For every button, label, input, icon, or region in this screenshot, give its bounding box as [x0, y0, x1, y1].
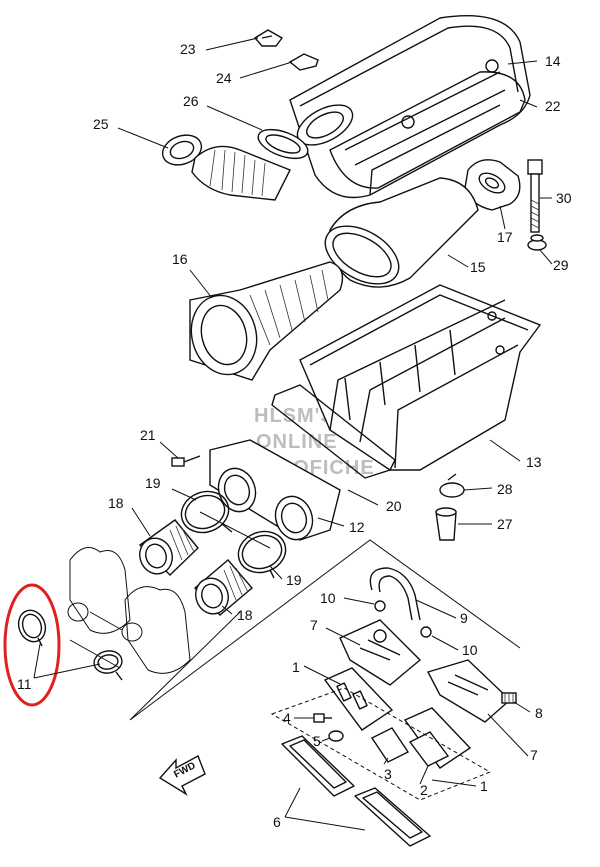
part-reed-housing-7-upper	[339, 619, 422, 686]
part-screw-8	[501, 692, 517, 704]
part-reed-3	[370, 727, 410, 763]
callout-numbers: 23 24 14 22 26 25 17 30 29 15 16 13 21 1…	[17, 41, 572, 830]
watermark-line-1: HLSM'S	[254, 405, 335, 427]
part-air-filter-15	[324, 177, 479, 288]
part-reed-housing-7-lower	[426, 659, 512, 723]
callout-10b: 10	[462, 642, 478, 658]
callout-27: 27	[497, 516, 513, 532]
exploded-group-dashed	[270, 687, 492, 801]
part-clip-23	[253, 29, 284, 47]
part-airbox-case-13	[299, 284, 542, 471]
callout-18a: 18	[108, 495, 124, 511]
callout-17: 17	[497, 229, 513, 245]
callout-9: 9	[460, 610, 468, 626]
callout-18b: 18	[237, 607, 253, 623]
part-clamp-28	[439, 473, 465, 498]
part-screw-4	[313, 713, 332, 723]
callout-26: 26	[183, 93, 199, 109]
callout-19a: 19	[145, 475, 161, 491]
part-holder-27	[435, 507, 457, 541]
callout-8: 8	[535, 705, 543, 721]
part-carb-joint-18-lower	[193, 559, 253, 616]
callout-22: 22	[545, 98, 561, 114]
callout-19b: 19	[286, 572, 302, 588]
callout-4: 4	[283, 710, 291, 726]
watermark-line-2: ONLINE	[256, 431, 338, 453]
part-intake-joint-12	[209, 439, 341, 541]
part-clamp-11-right	[93, 650, 123, 681]
callout-28: 28	[497, 481, 513, 497]
callout-15: 15	[470, 259, 486, 275]
fwd-arrow: FWD	[158, 755, 206, 796]
callout-24: 24	[216, 70, 232, 86]
part-airbox-cover	[289, 15, 531, 199]
callout-16: 16	[172, 251, 188, 267]
part-clamp-19-upper	[180, 490, 233, 534]
callout-1b: 1	[480, 778, 488, 794]
part-intake-duct	[161, 128, 309, 201]
part-reed-2	[408, 731, 450, 767]
part-gasket-6-upper	[281, 735, 355, 797]
part-carb-joint-18-upper	[138, 519, 199, 576]
part-filter-cage-16	[189, 261, 344, 381]
part-bolt-30	[527, 159, 543, 233]
callout-11: 11	[17, 676, 32, 692]
part-hose-9	[369, 567, 421, 621]
part-clamp-11-left	[17, 609, 47, 647]
part-washer-29	[527, 234, 547, 251]
callout-21: 21	[140, 427, 156, 443]
part-clamp-10-upper	[374, 600, 386, 612]
callout-7a: 7	[310, 617, 318, 633]
part-washer-5	[328, 730, 344, 742]
leader-lines	[33, 37, 553, 831]
part-screw-21	[171, 455, 201, 467]
part-clamp-10-lower	[420, 626, 432, 638]
callout-30: 30	[556, 190, 572, 206]
part-clamp-19-lower	[237, 530, 287, 579]
part-reed-valve-1-upper	[323, 667, 394, 731]
callout-10a: 10	[320, 590, 336, 606]
highlight-circle	[3, 583, 61, 707]
callout-7b: 7	[530, 747, 538, 763]
callout-20: 20	[386, 498, 402, 514]
callout-2: 2	[420, 782, 428, 798]
part-gasket-6-lower	[354, 787, 431, 847]
callout-5: 5	[313, 733, 321, 749]
callout-13: 13	[526, 454, 542, 470]
part-carburetors-ghost	[67, 547, 191, 674]
callout-12: 12	[349, 519, 365, 535]
callout-29: 29	[553, 257, 569, 273]
callout-6: 6	[273, 814, 281, 830]
lower-group-frame	[129, 511, 521, 721]
callout-25: 25	[93, 116, 109, 132]
part-gasket-20	[271, 384, 396, 479]
callout-3: 3	[384, 766, 392, 782]
part-cover-gasket	[329, 71, 526, 189]
callout-14: 14	[545, 53, 561, 69]
callout-1a: 1	[292, 659, 300, 675]
callout-23: 23	[180, 41, 196, 57]
part-bracket-24	[288, 53, 319, 71]
